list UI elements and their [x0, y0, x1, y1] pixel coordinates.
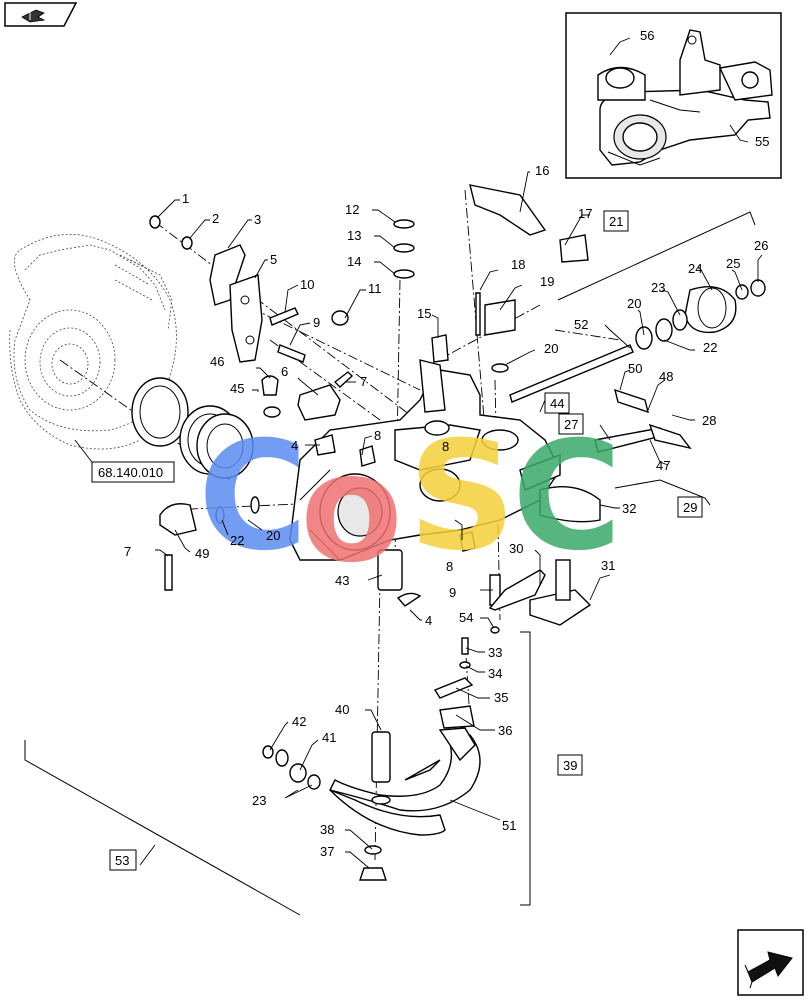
callout-7: 7 [360, 374, 367, 389]
callout-6: 6 [281, 364, 288, 379]
ref-box-68-140-010[interactable]: 68.140.010 [91, 461, 175, 483]
callout-12: 12 [345, 202, 359, 217]
callout-25: 25 [726, 256, 740, 271]
svg-text:44: 44 [550, 396, 564, 411]
watermark-letter: C [198, 410, 308, 584]
callout-32: 32 [622, 501, 636, 516]
svg-text:21: 21 [609, 214, 623, 229]
watermark-letter: S [408, 410, 516, 584]
svg-text:68.140.010: 68.140.010 [98, 465, 163, 480]
grouping-brackets [24, 211, 756, 916]
callout-23: 23 [651, 280, 665, 295]
callout-42: 42 [292, 714, 306, 729]
callout-22: 22 [230, 533, 244, 548]
watermark-letter: o [300, 422, 403, 596]
callout-10: 10 [300, 277, 314, 292]
callout-34: 34 [488, 666, 502, 681]
callout-20: 20 [266, 528, 280, 543]
callout-51: 51 [502, 818, 516, 833]
callout-43: 43 [335, 573, 349, 588]
callout-4: 4 [425, 613, 432, 628]
latch-lever-assembly [209, 244, 263, 363]
callout-38: 38 [320, 822, 334, 837]
lower-link-yoke [262, 637, 481, 881]
callout-31: 31 [601, 558, 615, 573]
lift-spindle-parts [529, 485, 601, 626]
callout-33: 33 [488, 645, 502, 660]
ref-box-27[interactable]: 27 [558, 413, 584, 435]
callout-54: 54 [459, 610, 473, 625]
ref-box-39[interactable]: 39 [557, 754, 583, 776]
callout-23: 23 [252, 793, 266, 808]
callout-35: 35 [494, 690, 508, 705]
callout-55: 55 [755, 134, 769, 149]
callout-3: 3 [254, 212, 261, 227]
callout-56: 56 [640, 28, 654, 43]
ref-box-29[interactable]: 29 [677, 496, 703, 518]
svg-text:27: 27 [564, 417, 578, 432]
callout-24: 24 [688, 261, 702, 276]
callout-47: 47 [656, 458, 670, 473]
callout-40: 40 [335, 702, 349, 717]
callout-36: 36 [498, 723, 512, 738]
callout-18: 18 [511, 257, 525, 272]
svg-text:29: 29 [683, 500, 697, 515]
callout-20: 20 [627, 296, 641, 311]
callout-8: 8 [446, 559, 453, 574]
ref-box-44[interactable]: 44 [544, 392, 570, 414]
callout-30: 30 [509, 541, 523, 556]
callout-16: 16 [535, 163, 549, 178]
callout-9: 9 [313, 315, 320, 330]
small-hardware [149, 184, 589, 634]
callout-5: 5 [270, 252, 277, 267]
boxed-references: 21 27 29 39 44 53 68.140.010 [91, 210, 703, 871]
next-page-arrow-icon[interactable] [737, 929, 804, 996]
watermark: C o S C [198, 410, 622, 596]
callout-20: 20 [544, 341, 558, 356]
callout-52: 52 [574, 317, 588, 332]
callout-labels: 1 2 3 4 4 5 6 7 7 8 8 8 9 9 10 11 12 13 … [124, 28, 769, 859]
inset-detail [565, 12, 782, 179]
callout-49: 49 [195, 546, 209, 561]
callout-17: 17 [578, 206, 592, 221]
callout-50: 50 [628, 361, 642, 376]
callout-19: 19 [540, 274, 554, 289]
axle-housing-reference [9, 234, 177, 450]
callout-14: 14 [347, 254, 361, 269]
hitch-carrier-body [289, 359, 561, 561]
callout-4: 4 [291, 438, 298, 453]
watermark-letter: C [512, 410, 622, 584]
callout-11: 11 [368, 281, 382, 296]
callout-7: 7 [124, 544, 131, 559]
callout-13: 13 [347, 228, 361, 243]
parts-catalog-icon[interactable] [4, 2, 78, 27]
callout-41: 41 [322, 730, 336, 745]
callout-8: 8 [442, 439, 449, 454]
ref-box-53[interactable]: 53 [109, 849, 137, 871]
callout-46: 46 [210, 354, 224, 369]
gear-ring-stack [131, 377, 254, 479]
ref-box-21[interactable]: 21 [603, 210, 629, 232]
callout-26: 26 [754, 238, 768, 253]
callout-2: 2 [212, 211, 219, 226]
callout-9: 9 [449, 585, 456, 600]
leader-lines [74, 37, 763, 869]
pto-shaft-assembly [509, 279, 766, 453]
callout-15: 15 [417, 306, 431, 321]
callout-48: 48 [659, 369, 673, 384]
svg-text:53: 53 [115, 853, 129, 868]
callout-37: 37 [320, 844, 334, 859]
callout-8: 8 [374, 428, 381, 443]
callout-1: 1 [182, 191, 189, 206]
callout-28: 28 [702, 413, 716, 428]
callout-22: 22 [703, 340, 717, 355]
svg-text:39: 39 [563, 758, 577, 773]
callout-45: 45 [230, 381, 244, 396]
